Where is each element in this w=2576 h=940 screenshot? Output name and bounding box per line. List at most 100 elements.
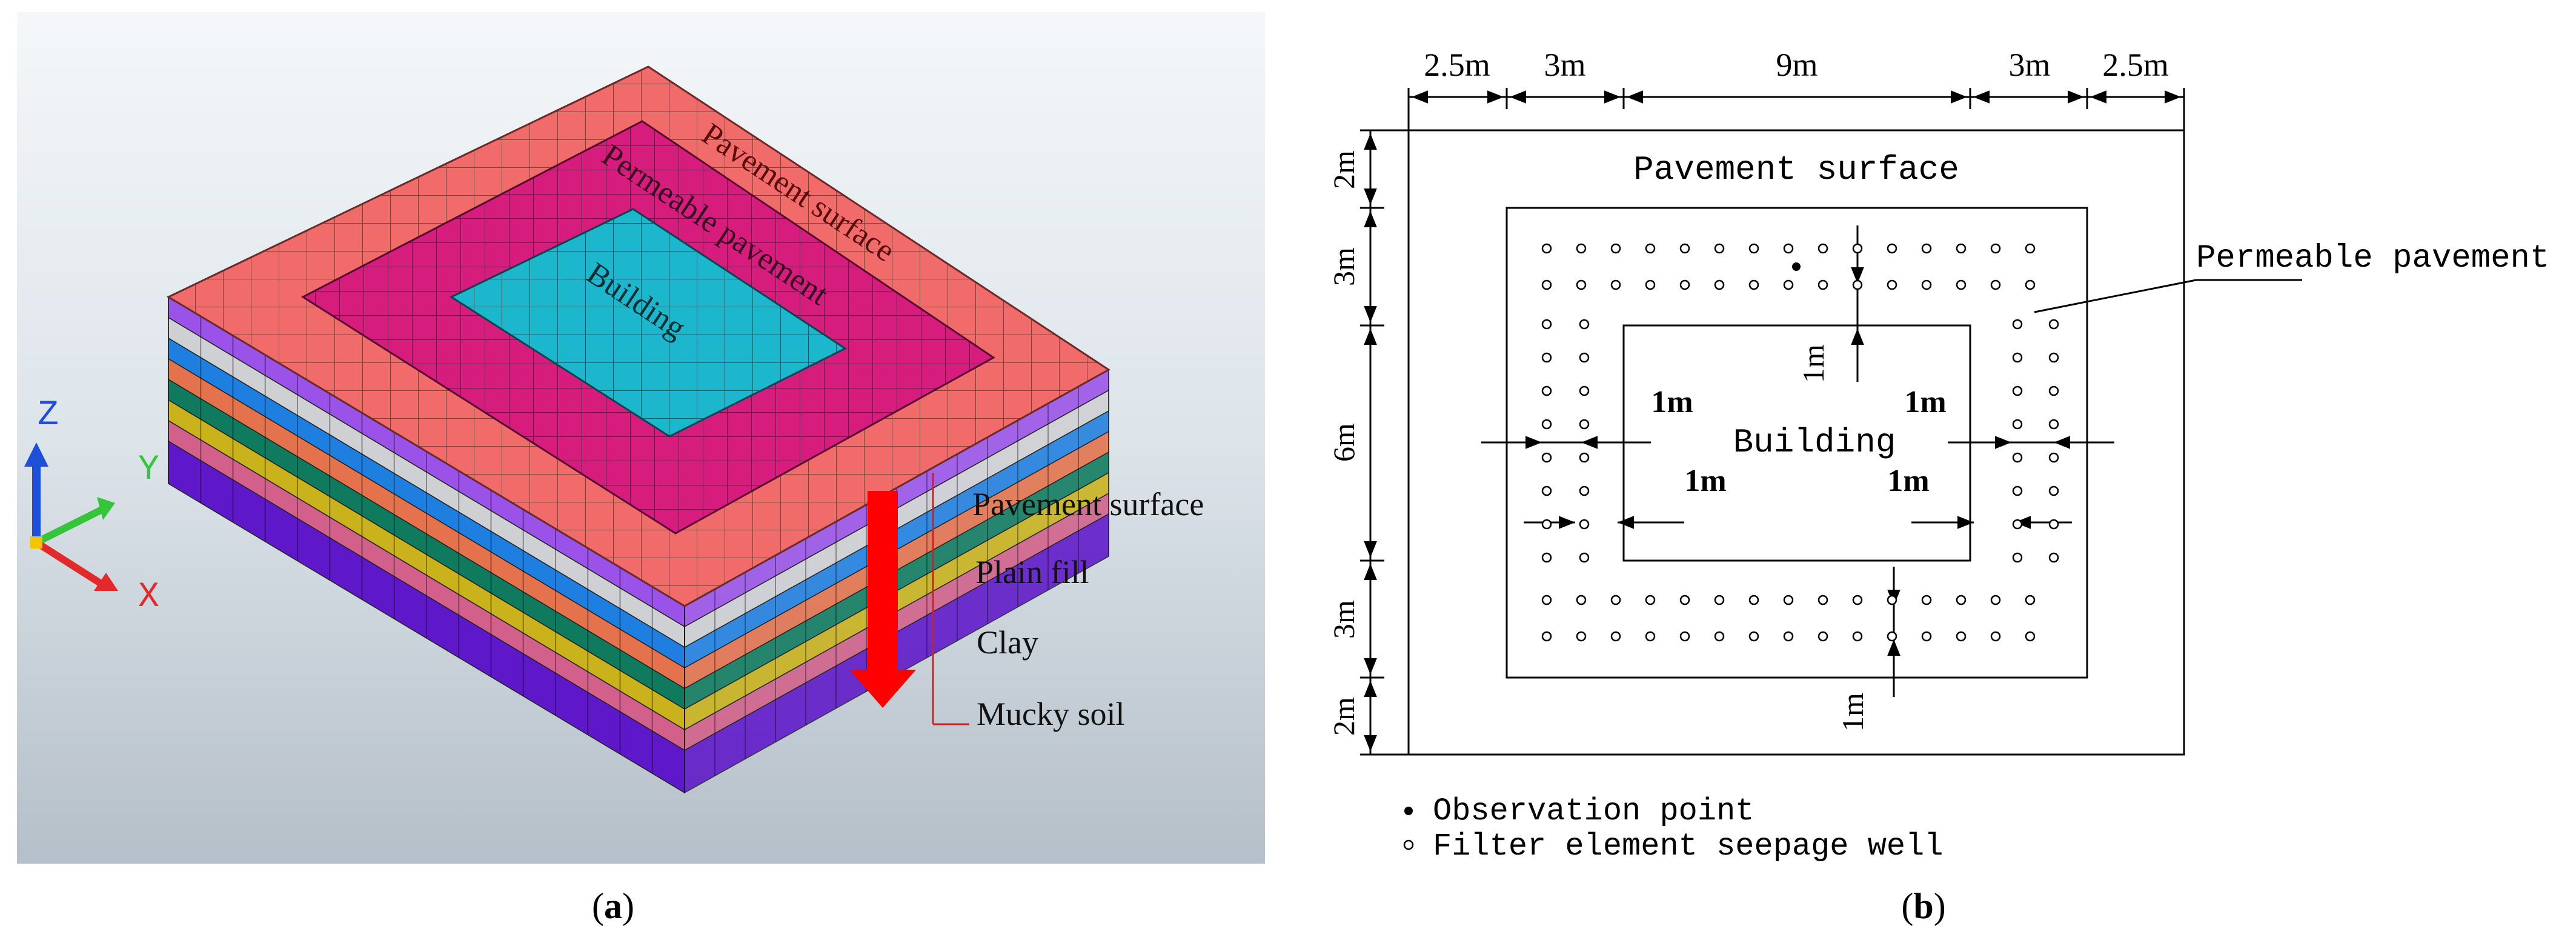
seepage-well-marker	[2012, 485, 2023, 496]
seepage-well-marker	[1610, 595, 1621, 605]
top-dim-1: 2.5m	[1424, 47, 1490, 83]
seepage-well-marker	[1990, 279, 2001, 290]
seepage-well-marker	[1579, 519, 1590, 530]
seepage-well-marker	[1679, 595, 1690, 605]
left-dim-5: 2m	[1327, 697, 1361, 736]
seepage-well-marker	[1921, 279, 1932, 290]
legend-well-text: Filter element seepage well	[1433, 828, 1944, 864]
seepage-wells	[1541, 243, 2059, 642]
inner-dim-bottom: 1m	[1836, 693, 1870, 732]
top-dim-5: 2.5m	[2102, 47, 2169, 83]
seepage-well-marker	[1817, 279, 1828, 290]
seepage-well-marker	[1887, 243, 1897, 254]
seepage-well-marker	[2048, 352, 2059, 363]
caption-b: (b)	[1901, 886, 1945, 926]
seepage-well-marker	[2012, 519, 2023, 530]
seepage-well-marker	[1817, 243, 1828, 254]
seepage-well-marker	[1887, 631, 1897, 642]
seepage-well-marker	[1541, 595, 1552, 605]
seepage-well-marker	[2012, 419, 2023, 430]
seepage-well-marker	[1990, 631, 2001, 642]
inner-dim-top: 1m	[1796, 344, 1830, 383]
seepage-well-marker	[1541, 319, 1552, 330]
seepage-well-marker	[1748, 595, 1759, 605]
seepage-well-marker	[1748, 631, 1759, 642]
seepage-well-marker	[2048, 419, 2059, 430]
top-dim-3: 9m	[1776, 47, 1817, 83]
seepage-well-marker	[2048, 552, 2059, 563]
seepage-well-marker	[1783, 279, 1794, 290]
seepage-well-marker	[1579, 385, 1590, 396]
seepage-well-marker	[1579, 419, 1590, 430]
seepage-well-marker	[1887, 595, 1897, 605]
seepage-well-marker	[1748, 243, 1759, 254]
seepage-well-marker	[1610, 279, 1621, 290]
seepage-well-marker	[1679, 243, 1690, 254]
seepage-well-marker	[1817, 631, 1828, 642]
seepage-well-marker	[1921, 595, 1932, 605]
legend-well-marker	[1403, 839, 1414, 850]
seepage-well-marker	[2048, 519, 2059, 530]
caption-a-letter: a	[604, 886, 622, 926]
seepage-well-marker	[2048, 385, 2059, 396]
axis-label-x: X	[138, 578, 159, 617]
seepage-well-marker	[1783, 631, 1794, 642]
seepage-well-marker	[2025, 243, 2036, 254]
seepage-well-marker	[2025, 595, 2036, 605]
label-pavement-surface: Pavement surface	[1633, 150, 1959, 189]
seepage-well-marker	[1579, 319, 1590, 330]
permeable-leader	[2034, 279, 2302, 313]
seepage-well-marker	[1576, 279, 1587, 290]
seepage-well-marker	[2012, 319, 2023, 330]
seepage-well-marker	[1956, 595, 1967, 605]
seepage-well-marker	[1714, 595, 1725, 605]
seepage-well-marker	[1645, 595, 1656, 605]
layer-label-plain-fill: Plain fill	[975, 554, 1089, 590]
seepage-well-marker	[1610, 243, 1621, 254]
left-dim-3: 6m	[1327, 423, 1361, 462]
seepage-well-marker	[2048, 319, 2059, 330]
seepage-well-marker	[1645, 279, 1656, 290]
seepage-well-marker	[1783, 595, 1794, 605]
seepage-well-marker	[1541, 631, 1552, 642]
seepage-well-marker	[2012, 352, 2023, 363]
seepage-well-marker	[1541, 279, 1552, 290]
seepage-well-marker	[1541, 243, 1552, 254]
seepage-well-marker	[1852, 243, 1863, 254]
seepage-well-marker	[1852, 279, 1863, 290]
seepage-well-marker	[1579, 352, 1590, 363]
seepage-well-marker	[2025, 631, 2036, 642]
caption-b-letter: b	[1913, 886, 1933, 926]
seepage-well-marker	[1576, 243, 1587, 254]
legend-observation-text: Observation point	[1433, 793, 1754, 829]
seepage-well-marker	[1576, 595, 1587, 605]
seepage-well-marker	[1921, 631, 1932, 642]
seepage-well-marker	[1887, 279, 1897, 290]
seepage-well-marker	[2048, 452, 2059, 463]
label-building: Building	[1733, 423, 1896, 462]
top-dim-4: 3m	[2008, 47, 2050, 83]
layer-label-mucky-soil: Mucky soil	[977, 696, 1125, 732]
inner-dim-left-lower: 1m	[1684, 464, 1726, 498]
seepage-well-marker	[1579, 485, 1590, 496]
seepage-well-marker	[1645, 243, 1656, 254]
seepage-well-marker	[1783, 243, 1794, 254]
x-axis-arrow	[94, 573, 118, 591]
seepage-well-marker	[1541, 452, 1552, 463]
left-dim-2: 3m	[1327, 247, 1361, 286]
seepage-well-marker	[1541, 552, 1552, 563]
seepage-well-marker	[1990, 595, 2001, 605]
building-region	[449, 208, 848, 438]
seepage-well-marker	[2012, 385, 2023, 396]
panel-b	[1360, 88, 2302, 756]
seepage-well-marker	[1579, 552, 1590, 563]
left-dim-4: 3m	[1327, 600, 1361, 639]
axis-label-z: Z	[38, 396, 59, 435]
seepage-well-marker	[1748, 279, 1759, 290]
seepage-well-marker	[1679, 279, 1690, 290]
axis-label-y: Y	[138, 450, 159, 490]
left-dimension-chain	[1360, 129, 1412, 756]
z-axis-arrow	[24, 442, 48, 467]
axis-triad: Z Y X	[24, 396, 159, 617]
panel-b-text: 2.5m 3m 9m 3m 2.5m 2m 3m 6m 3m 2m Paveme…	[1327, 47, 2549, 926]
